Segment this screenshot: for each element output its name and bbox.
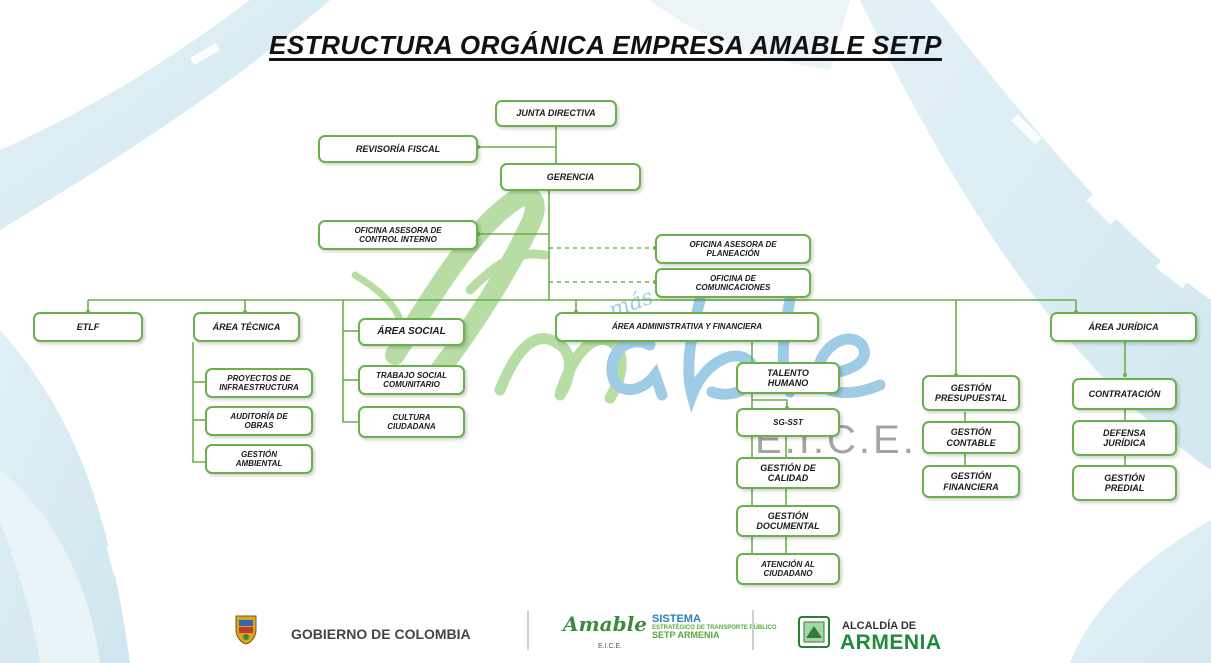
footer-logos-bar <box>230 597 1010 663</box>
road-top-center <box>650 0 850 70</box>
connector-line <box>342 300 358 423</box>
node-gestion-financiera: GESTIÓN FINANCIERA <box>922 465 1020 498</box>
amable-watermark <box>351 186 886 413</box>
chart-title: ESTRUCTURA ORGÁNICA EMPRESA AMABLE SETP <box>0 30 1211 61</box>
footer-divider <box>527 610 529 650</box>
node-junta-directiva: JUNTA DIRECTIVA <box>495 100 617 127</box>
road-right <box>860 0 1211 470</box>
node-gestion-predial: GESTIÓN PREDIAL <box>1072 465 1177 501</box>
node-etlf: ETLF <box>33 312 143 342</box>
node-proyectos-infraestructura: PROYECTOS DE INFRAESTRUCTURA <box>205 368 313 398</box>
road-dash <box>1011 114 1042 145</box>
node-defensa-juridica: DEFENSA JURÍDICA <box>1072 420 1177 456</box>
node-auditoria-obras: AUDITORÍA DE OBRAS <box>205 406 313 436</box>
node-gestion-ambiental: GESTIÓN AMBIENTAL <box>205 444 313 474</box>
road-right-bottom <box>1070 520 1211 663</box>
node-gestion-presupuestal: GESTIÓN PRESUPUESTAL <box>922 375 1020 411</box>
connector-line <box>752 399 788 408</box>
node-area-social: ÁREA SOCIAL <box>358 318 465 346</box>
node-gestion-calidad: GESTIÓN DE CALIDAD <box>736 457 840 489</box>
node-comunicaciones: OFICINA DE COMUNICACIONES <box>655 268 811 298</box>
alcaldia-de-text: ALCALDÍA DE <box>842 620 917 632</box>
road-dash <box>106 544 124 576</box>
node-sg-sst: SG-SST <box>736 408 840 437</box>
node-area-tecnica: ÁREA TÉCNICA <box>193 312 300 342</box>
connector-dot <box>1123 373 1127 377</box>
road-left-lower <box>0 470 100 663</box>
amable-logo: Amable <box>563 612 647 636</box>
node-talento-humano: TALENTO HUMANO <box>736 362 840 394</box>
footer-divider <box>752 610 754 650</box>
node-gerencia: GERENCIA <box>500 163 641 191</box>
road-dash <box>190 43 220 65</box>
setp-line-sistema: SISTEMA <box>652 613 701 625</box>
node-gestion-documental: GESTIÓN DOCUMENTAL <box>736 505 840 537</box>
road-left-top <box>0 0 330 230</box>
node-cultura-ciudadana: CULTURA CIUDADANA <box>358 406 465 438</box>
node-control-interno: OFICINA ASESORA DE CONTROL INTERNO <box>318 220 478 250</box>
node-trabajo-social: TRABAJO SOCIAL COMUNITARIO <box>358 365 465 395</box>
node-contratacion: CONTRATACIÓN <box>1072 378 1177 410</box>
setp-line-estrategico: ESTRATÉGICO DE TRANSPORTE PÚBLICO <box>652 625 777 631</box>
node-revisoria-fiscal: REVISORÍA FISCAL <box>318 135 478 163</box>
chart-title-text: ESTRUCTURA ORGÁNICA EMPRESA AMABLE SETP <box>269 30 942 60</box>
road-dash <box>1155 260 1188 289</box>
setp-logo: SISTEMA ESTRATÉGICO DE TRANSPORTE PÚBLIC… <box>652 614 777 640</box>
armenia-text: ARMENIA <box>840 631 942 654</box>
amable-logo-eice: E.I.C.E. <box>598 643 623 650</box>
road-dash <box>1086 194 1117 225</box>
setp-line-armenia: SETP ARMENIA <box>652 630 720 640</box>
node-area-juridica: ÁREA JURÍDICA <box>1050 312 1197 342</box>
armenia-coat-of-arms-icon <box>798 616 830 648</box>
node-planeacion: OFICINA ASESORA DE PLANEACIÓN <box>655 234 811 264</box>
node-area-administrativa: ÁREA ADMINISTRATIVA Y FINANCIERA <box>555 312 819 342</box>
node-gestion-contable: GESTIÓN CONTABLE <box>922 421 1020 454</box>
node-atencion-ciudadano: ATENCIÓN AL CIUDADANO <box>736 553 840 585</box>
road-dash <box>84 454 106 486</box>
gobierno-colombia-text: GOBIERNO DE COLOMBIA <box>291 626 471 642</box>
connector-line <box>192 342 205 463</box>
colombia-coat-of-arms-icon <box>235 615 257 645</box>
